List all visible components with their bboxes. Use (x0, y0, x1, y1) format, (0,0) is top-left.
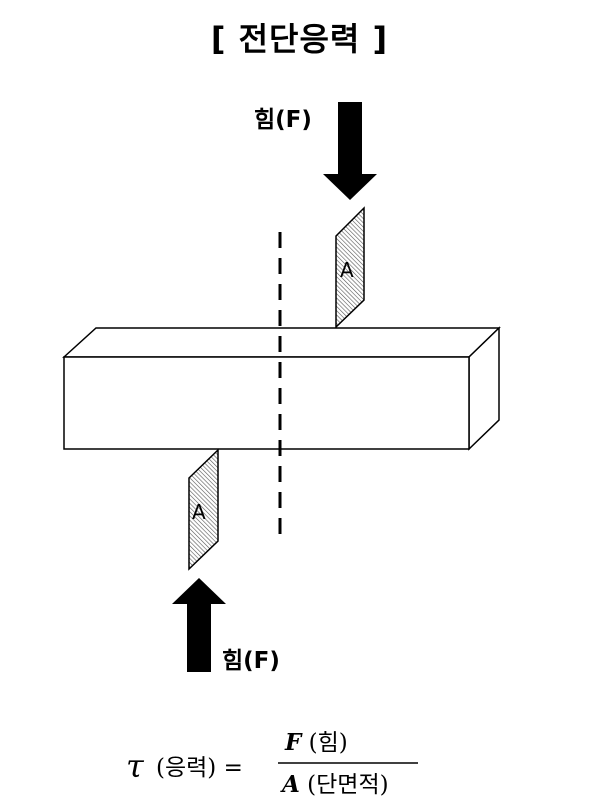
top-force-label: 힘(F) (254, 107, 312, 133)
beam (62, 326, 501, 451)
shear-stress-formula: τ (응력) = F (힘) A (단면적) (126, 729, 418, 798)
denominator-word: (단면적) (300, 772, 389, 798)
bottom-force-arrow (172, 578, 226, 672)
top-force-arrow (323, 102, 377, 200)
bottom-area-label: A (192, 500, 206, 524)
tau-symbol: τ (126, 747, 145, 785)
top-area-label: A (340, 258, 354, 282)
formula-numerator: F (힘) (284, 729, 348, 756)
numerator-variable: F (284, 729, 303, 756)
top-area-plane: A (335, 206, 365, 329)
bottom-area-plane: A (188, 448, 219, 571)
numerator-word: (힘) (301, 730, 347, 756)
formula-lhs-word: (응력) = (156, 755, 243, 781)
diagram-title: [ 전단응력 ] (210, 20, 389, 58)
formula-denominator: A (단면적) (280, 771, 389, 798)
bottom-force-label: 힘(F) (222, 648, 280, 674)
denominator-variable: A (280, 771, 300, 798)
